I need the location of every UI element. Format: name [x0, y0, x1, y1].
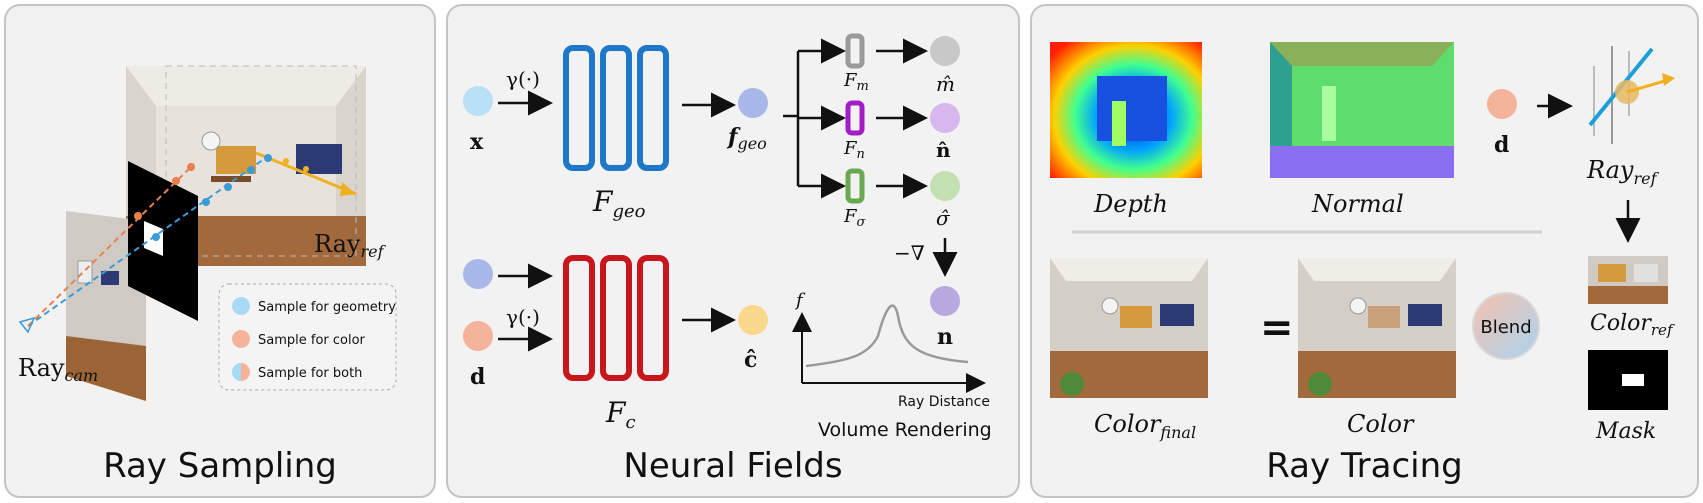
color-ref-image	[1588, 256, 1668, 304]
reflected-ray-arrowhead	[340, 182, 356, 196]
c-hat-label: ĉ	[744, 347, 757, 373]
gamma-label-geo: γ(·)	[506, 67, 540, 91]
blend-node	[1472, 292, 1540, 360]
ray-sampling-panel: Sample for geometry Sample for color Sam…	[4, 4, 436, 498]
normal-label: Normal	[1311, 190, 1404, 218]
f-sigma-head	[845, 168, 865, 204]
volume-rendering-plot	[792, 304, 986, 393]
ray-sampling-figure: Sample for geometry Sample for color Sam…	[18, 65, 397, 401]
f-c-network	[563, 255, 669, 381]
camera-view-image	[66, 211, 146, 401]
m-hat-label: m̂	[936, 72, 955, 96]
mask-hole-rect	[1622, 374, 1644, 386]
reflection-ray-icon	[1588, 46, 1675, 144]
gradient-label: −∇	[894, 241, 925, 265]
color-image	[1298, 258, 1456, 398]
legend-color-label: Sample for color	[258, 333, 366, 348]
x-input-node	[463, 86, 493, 116]
f-c-label: Fc	[605, 396, 636, 433]
n-label: n	[937, 324, 953, 350]
neural-fields-panel: x γ(·) Fgeo fgeo Fm Fn Fσ m	[446, 4, 1020, 498]
geo-feature-node	[738, 88, 768, 118]
ray-ref-label-rt: Rayref	[1586, 156, 1660, 188]
n-hat-node	[930, 103, 960, 133]
equals-sign: =	[1260, 305, 1294, 351]
camera-ray-orange	[27, 163, 195, 327]
ray-cam-label: Raycam	[18, 354, 98, 385]
n-node	[930, 286, 960, 316]
geo-feature-label: fgeo	[726, 124, 767, 153]
camera-icon	[18, 316, 36, 334]
ray-tracing-figure: Depth Normal d Rayref	[1050, 42, 1675, 444]
normal-map-image	[1270, 42, 1454, 178]
branch-connector	[783, 51, 800, 186]
panel-title-ray-sampling: Ray Sampling	[103, 446, 337, 486]
color-final-image	[1050, 258, 1208, 398]
f-geo-label: Fgeo	[592, 185, 646, 222]
legend-box	[218, 283, 397, 391]
f-m-head	[845, 33, 865, 69]
legend-both-dot	[232, 363, 250, 381]
color-final-label: Colorfinal	[1094, 410, 1196, 442]
f-geo-network	[563, 45, 669, 171]
d-label: d	[470, 364, 485, 390]
f-sigma-label: Fσ	[843, 206, 867, 230]
mask-label: Mask	[1595, 419, 1656, 444]
d-node	[1487, 89, 1517, 119]
depth-label: Depth	[1093, 190, 1168, 218]
ray-tracing-panel: Depth Normal d Rayref	[1030, 4, 1699, 498]
volume-rendering-caption: Volume Rendering	[818, 419, 992, 441]
c-hat-node	[738, 305, 768, 335]
panel-title-neural-fields: Neural Fields	[623, 446, 843, 486]
blend-label: Blend	[1480, 317, 1531, 338]
f-n-head	[845, 100, 865, 136]
legend-color-dot	[232, 330, 250, 348]
color-ref-label: Colorref	[1590, 311, 1675, 339]
d-label-rt: d	[1494, 132, 1509, 158]
depth-map-image	[1050, 42, 1202, 178]
color-label: Color	[1347, 410, 1415, 438]
plot-xlabel: Ray Distance	[898, 394, 990, 410]
n-hat-label: n̂	[936, 138, 951, 162]
d-input-node	[463, 321, 493, 351]
neural-fields-figure: x γ(·) Fgeo fgeo Fm Fn Fσ m	[463, 33, 992, 441]
legend-geometry-dot	[232, 297, 250, 315]
plot-f-label: f	[794, 290, 806, 311]
feature-input-node	[463, 259, 493, 289]
reflected-ray	[255, 151, 357, 196]
panel-title-ray-tracing: Ray Tracing	[1266, 446, 1463, 486]
legend-geometry-label: Sample for geometry	[258, 300, 396, 315]
sigma-hat-node	[930, 171, 960, 201]
sigma-hat-label: σ̂	[936, 206, 951, 230]
legend-both-label: Sample for both	[258, 366, 362, 381]
gamma-label-color: γ(·)	[506, 305, 540, 329]
ray-ref-label: Rayref	[314, 230, 387, 261]
m-hat-node	[930, 36, 960, 66]
f-n-label: Fn	[843, 138, 865, 162]
sample-points	[134, 154, 309, 241]
x-label: x	[470, 129, 484, 155]
f-m-label: Fm	[843, 70, 869, 94]
